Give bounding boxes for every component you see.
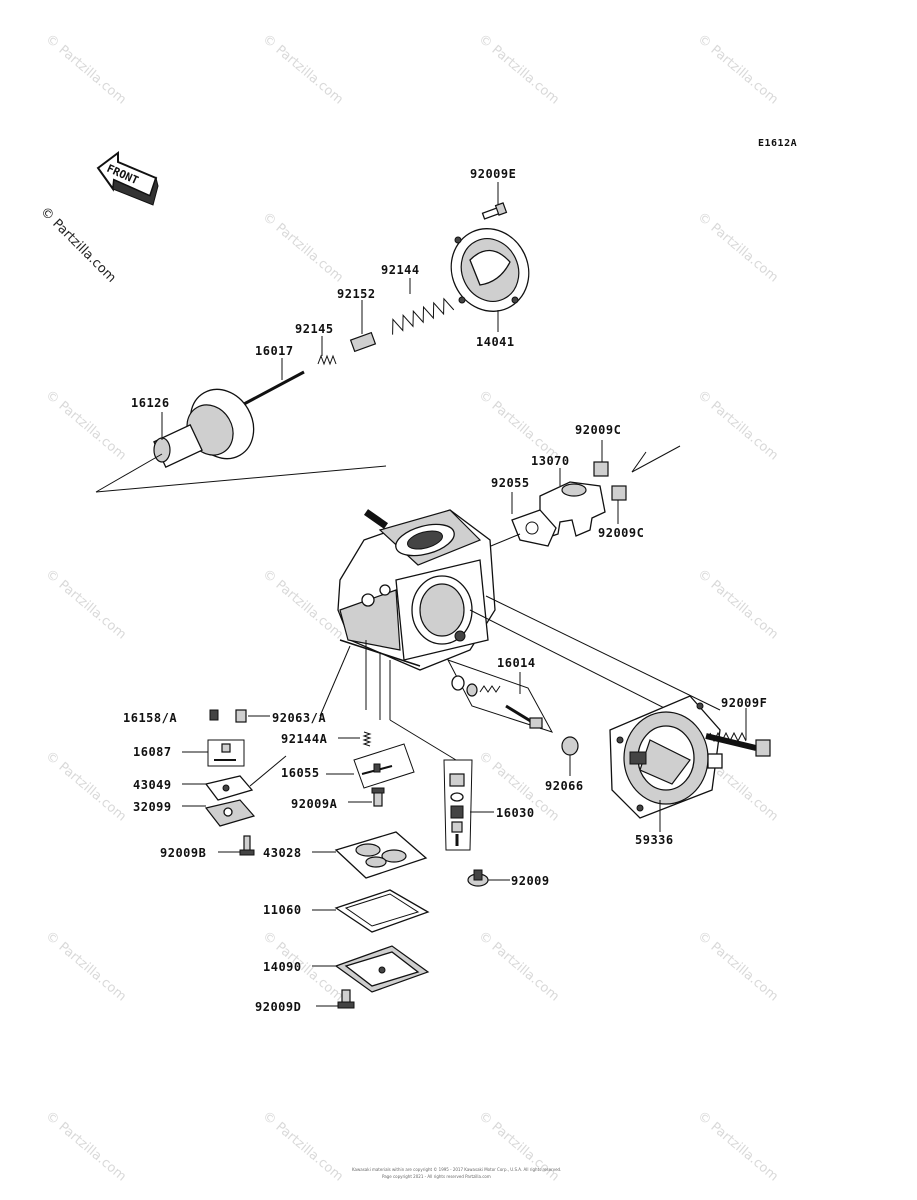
plug-92152 <box>349 331 377 353</box>
watermark: © Partzilla.com <box>42 929 128 1005</box>
label-92066: 92066 <box>545 779 584 793</box>
cover-14041 <box>450 228 530 312</box>
watermark: © Partzilla.com <box>42 32 128 108</box>
label-59336: 59336 <box>635 833 674 847</box>
fuel-pump-59336 <box>609 695 723 819</box>
label-13070: 13070 <box>531 454 570 468</box>
label-92009B: 92009B <box>160 846 206 860</box>
watermark: © Partzilla.com <box>259 32 345 108</box>
label-92009: 92009 <box>511 874 550 888</box>
bolt-92009C-top <box>593 461 609 477</box>
watermark: © Partzilla.com <box>259 210 345 286</box>
label-92009F: 92009F <box>721 696 767 710</box>
label-16014: 16014 <box>497 656 536 670</box>
label-92009C-top: 92009C <box>575 423 621 437</box>
bracket-13070 <box>539 481 606 539</box>
label-92009A: 92009A <box>291 797 338 811</box>
label-43049: 43049 <box>133 778 172 792</box>
watermark: © Partzilla.com <box>42 567 128 643</box>
watermark: © Partzilla.com <box>42 388 128 464</box>
watermark: © Partzilla.com <box>259 567 345 643</box>
label-16087: 16087 <box>133 745 172 759</box>
bolt-92009F <box>705 731 771 757</box>
watermark: © Partzilla.com <box>694 929 780 1005</box>
label-43028: 43028 <box>263 846 302 860</box>
gasket-92055 <box>511 509 557 547</box>
side-watermark: © Partzilla.com <box>37 204 119 286</box>
screw-92009 <box>467 869 489 887</box>
label-92144A: 92144A <box>281 732 328 746</box>
label-92009C-bottom: 92009C <box>598 526 644 540</box>
label-92063A: 92063/A <box>272 711 326 725</box>
label-92145: 92145 <box>295 322 334 336</box>
watermark: © Partzilla.com <box>475 929 561 1005</box>
screw-92009B <box>239 835 255 856</box>
copyright-line-2: Page copyright 2021 - All rights reserve… <box>382 1174 491 1179</box>
front-arrow-icon: FRONT <box>96 151 159 206</box>
watermark: © Partzilla.com <box>694 388 780 464</box>
diaphragm-16126 <box>153 388 255 469</box>
label-92009E: 92009E <box>470 167 516 181</box>
label-16126: 16126 <box>131 396 170 410</box>
cover-32099 <box>204 799 256 827</box>
label-92009D: 92009D <box>255 1000 301 1014</box>
watermark: © Partzilla.com <box>475 388 561 464</box>
screw-92063A <box>235 709 247 723</box>
label-16158A: 16158/A <box>123 711 177 725</box>
needle-16017 <box>243 370 305 406</box>
watermark: © Partzilla.com <box>694 32 780 108</box>
carburetor-body <box>337 509 496 671</box>
gasket-11060 <box>334 889 430 933</box>
label-92055: 92055 <box>491 476 530 490</box>
label-16017: 16017 <box>255 344 294 358</box>
watermark: © Partzilla.com <box>694 210 780 286</box>
gasket-43028 <box>334 831 428 879</box>
label-16055: 16055 <box>281 766 320 780</box>
watermark: © Partzilla.com <box>42 749 128 825</box>
screw-set-16014 <box>446 659 554 733</box>
plug-92066 <box>561 736 579 756</box>
spring-92144A <box>362 731 372 747</box>
label-14090: 14090 <box>263 960 302 974</box>
screw-92009A <box>371 787 385 807</box>
spring-92145 <box>317 354 337 366</box>
label-16030: 16030 <box>496 806 535 820</box>
jet-set-16030 <box>443 759 473 851</box>
label-11060: 11060 <box>263 903 302 917</box>
screw-16158A <box>209 709 219 721</box>
watermark: © Partzilla.com <box>475 32 561 108</box>
screw-92009E <box>481 202 508 220</box>
cover-14090 <box>334 945 430 993</box>
gasket-43049 <box>204 775 254 801</box>
watermark: © Partzilla.com <box>694 1109 780 1185</box>
part-labels: 92009E 92144 92152 92145 14041 16017 161… <box>123 167 767 1014</box>
jet-16087 <box>207 739 245 767</box>
label-92144: 92144 <box>381 263 420 277</box>
label-92152: 92152 <box>337 287 376 301</box>
label-32099: 32099 <box>133 800 172 814</box>
watermark: © Partzilla.com <box>694 567 780 643</box>
screw-92009D <box>337 989 355 1009</box>
watermark: © Partzilla.com <box>42 1109 128 1185</box>
diagram-code: E1612A <box>758 138 797 149</box>
copyright-line-1: Kawasaki materials within are copyright … <box>352 1167 561 1172</box>
label-14041: 14041 <box>476 335 515 349</box>
bolt-92009C-bottom <box>611 485 627 501</box>
lever-16055 <box>353 743 415 789</box>
watermark: © Partzilla.com <box>259 1109 345 1185</box>
spring-92144 <box>392 297 455 335</box>
